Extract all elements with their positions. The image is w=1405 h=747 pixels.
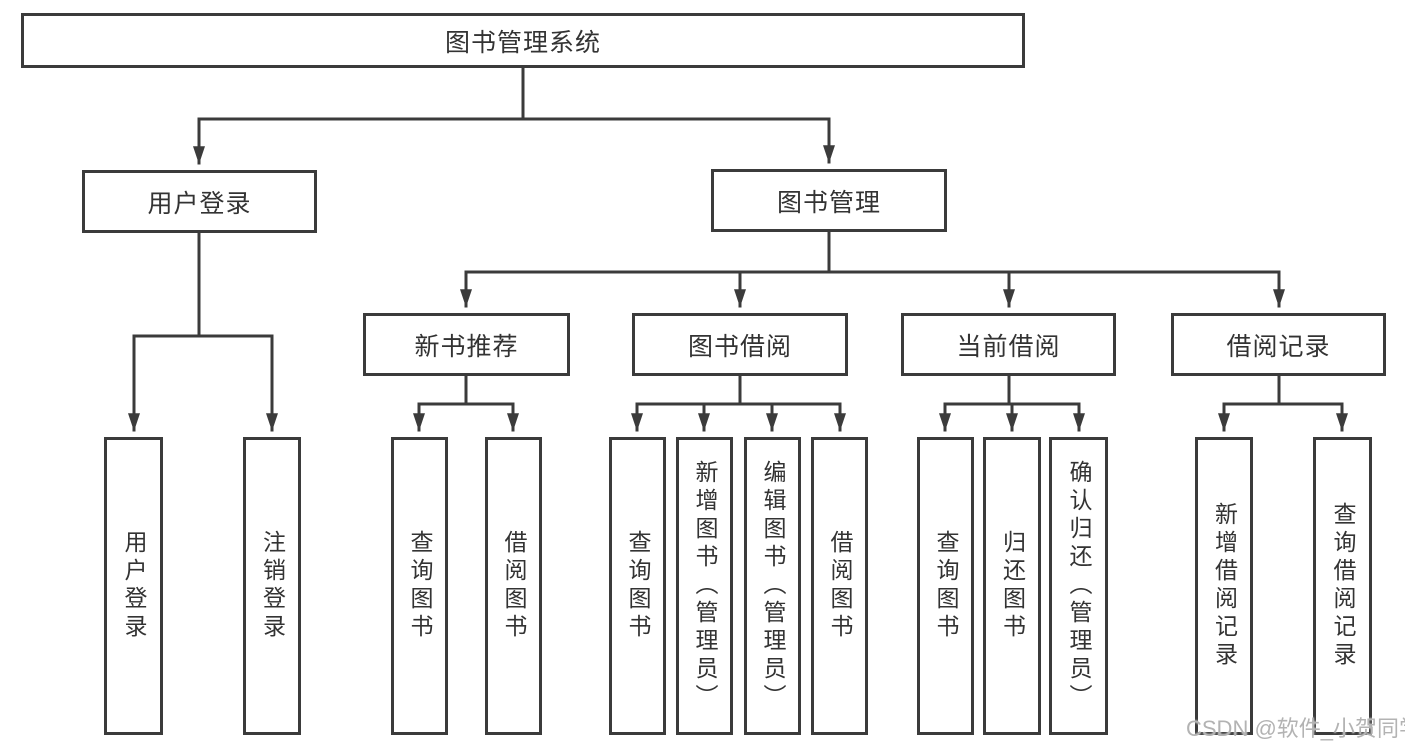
connector-user-login-children [128, 231, 278, 432]
connector-book-mgmt-to-level3 [460, 230, 1285, 308]
node-book-borrow: 图书借阅 [632, 313, 848, 376]
leaf-bb-add-books-admin: 新增图书（管理员） [676, 437, 733, 735]
leaf-br-query-record: 查询借阅记录 [1313, 437, 1372, 735]
node-borrow-records: 借阅记录 [1171, 313, 1386, 376]
watermark: CSDN @软件_小贺同学 [1186, 716, 1405, 741]
node-new-book-recommend: 新书推荐 [363, 313, 570, 376]
connector-borrow-records-children [1218, 374, 1348, 432]
leaf-cb-query-books: 查询图书 [917, 437, 974, 735]
connector-root-to-level2 [193, 66, 835, 165]
node-root: 图书管理系统 [21, 13, 1025, 68]
leaf-nbr-borrow-books: 借阅图书 [485, 437, 542, 735]
leaf-br-add-record: 新增借阅记录 [1195, 437, 1253, 735]
connector-new-book-rec-children [413, 374, 519, 432]
leaf-bb-edit-books-admin: 编辑图书（管理员） [744, 437, 801, 735]
connector-book-borrow-children [631, 374, 846, 432]
leaf-user-login: 用户登录 [104, 437, 163, 735]
node-user-login: 用户登录 [82, 170, 317, 233]
connector-current-borrow-children [939, 374, 1085, 432]
leaf-bb-query-books: 查询图书 [609, 437, 666, 735]
leaf-logout: 注销登录 [243, 437, 301, 735]
leaf-cb-return-books: 归还图书 [983, 437, 1041, 735]
node-book-management: 图书管理 [711, 169, 947, 232]
leaf-nbr-query-books: 查询图书 [391, 437, 448, 735]
node-current-borrow: 当前借阅 [901, 313, 1116, 376]
leaf-bb-borrow-books: 借阅图书 [811, 437, 868, 735]
leaf-cb-confirm-return-admin: 确认归还（管理员） [1049, 437, 1108, 735]
